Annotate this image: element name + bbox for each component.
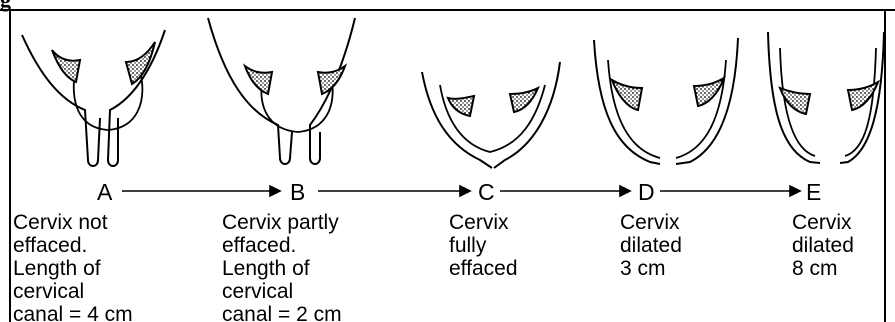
stage-letter-d: D	[638, 180, 655, 204]
cervix-drawing-c	[422, 62, 560, 168]
cervix-drawing-e	[768, 32, 884, 163]
cervix-drawing-d	[594, 38, 738, 164]
stage-caption-d: Cervix dilated 3 cm	[620, 211, 682, 280]
stage-letter-c: C	[478, 180, 495, 204]
stage-letter-e: E	[806, 180, 821, 204]
stage-letter-a: A	[97, 180, 112, 204]
cervix-drawing-b	[208, 18, 355, 164]
cervix-drawing-a	[22, 30, 165, 166]
stage-caption-e: Cervix dilated 8 cm	[792, 211, 854, 280]
stage-caption-c: Cervix fully effaced	[449, 211, 518, 280]
stage-caption-a: Cervix not effaced. Length of cervical c…	[13, 211, 133, 322]
progression-arrows	[122, 186, 800, 196]
stage-caption-b: Cervix partly effaced. Length of cervica…	[222, 211, 342, 322]
stage-letter-b: B	[290, 180, 305, 204]
